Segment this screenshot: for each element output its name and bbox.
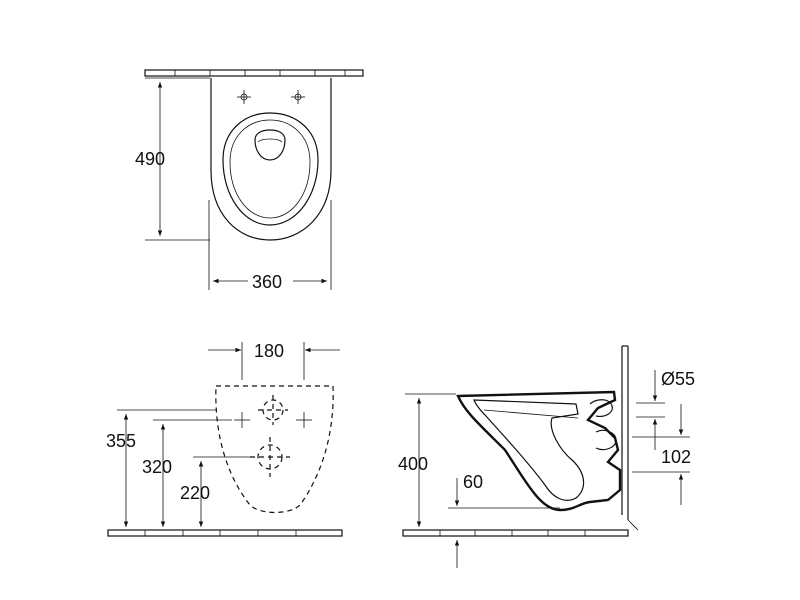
side-bowl-inner <box>473 399 585 501</box>
dim-180-label: 180 <box>254 341 284 361</box>
side-inlet-pipe <box>589 399 613 417</box>
front-hole-left-icon <box>234 412 250 428</box>
dim-360-label: 360 <box>252 272 282 292</box>
side-outlet-pipe <box>595 429 617 451</box>
front-mounting-holes <box>234 395 312 477</box>
dim-220-label: 220 <box>180 483 210 503</box>
dim-102-label: 102 <box>661 447 691 467</box>
top-bowl-rim <box>222 112 319 226</box>
dim-102: 102 <box>632 404 691 505</box>
side-view: 400 60 Ø55 102 <box>398 345 695 568</box>
top-mount-hole-left-icon <box>237 90 251 104</box>
dim-355: 355 <box>106 409 216 527</box>
top-mount-hole-right-icon <box>291 90 305 104</box>
dim-320-label: 320 <box>142 457 172 477</box>
top-wall-strip <box>144 69 364 77</box>
dim-60: 60 <box>448 472 560 568</box>
front-bowl-outline <box>215 385 334 514</box>
dim-490: 490 <box>135 77 210 241</box>
front-hole-right-icon <box>296 412 312 428</box>
side-bowl-body <box>456 390 622 512</box>
dim-400: 400 <box>398 393 456 527</box>
dim-355-label: 355 <box>106 431 136 451</box>
side-wall <box>621 345 639 531</box>
dim-320: 320 <box>142 419 232 527</box>
top-bowl-inner <box>229 119 311 219</box>
dim-360: 360 <box>208 200 332 292</box>
dim-400-label: 400 <box>398 454 428 474</box>
dim-diameter-55-label: Ø55 <box>661 369 695 389</box>
front-floor-strip <box>107 529 343 537</box>
dim-180: 180 <box>208 341 340 380</box>
dim-220: 220 <box>180 456 250 527</box>
top-view: 490 360 <box>135 69 364 292</box>
top-drain-opening <box>254 129 286 161</box>
side-floor-strip <box>402 529 629 537</box>
dim-diameter-55: Ø55 <box>636 369 695 450</box>
top-bowl-outline <box>210 78 332 241</box>
front-view: 180 355 320 220 <box>106 341 343 537</box>
dim-490-label: 490 <box>135 149 165 169</box>
dim-60-label: 60 <box>463 472 483 492</box>
